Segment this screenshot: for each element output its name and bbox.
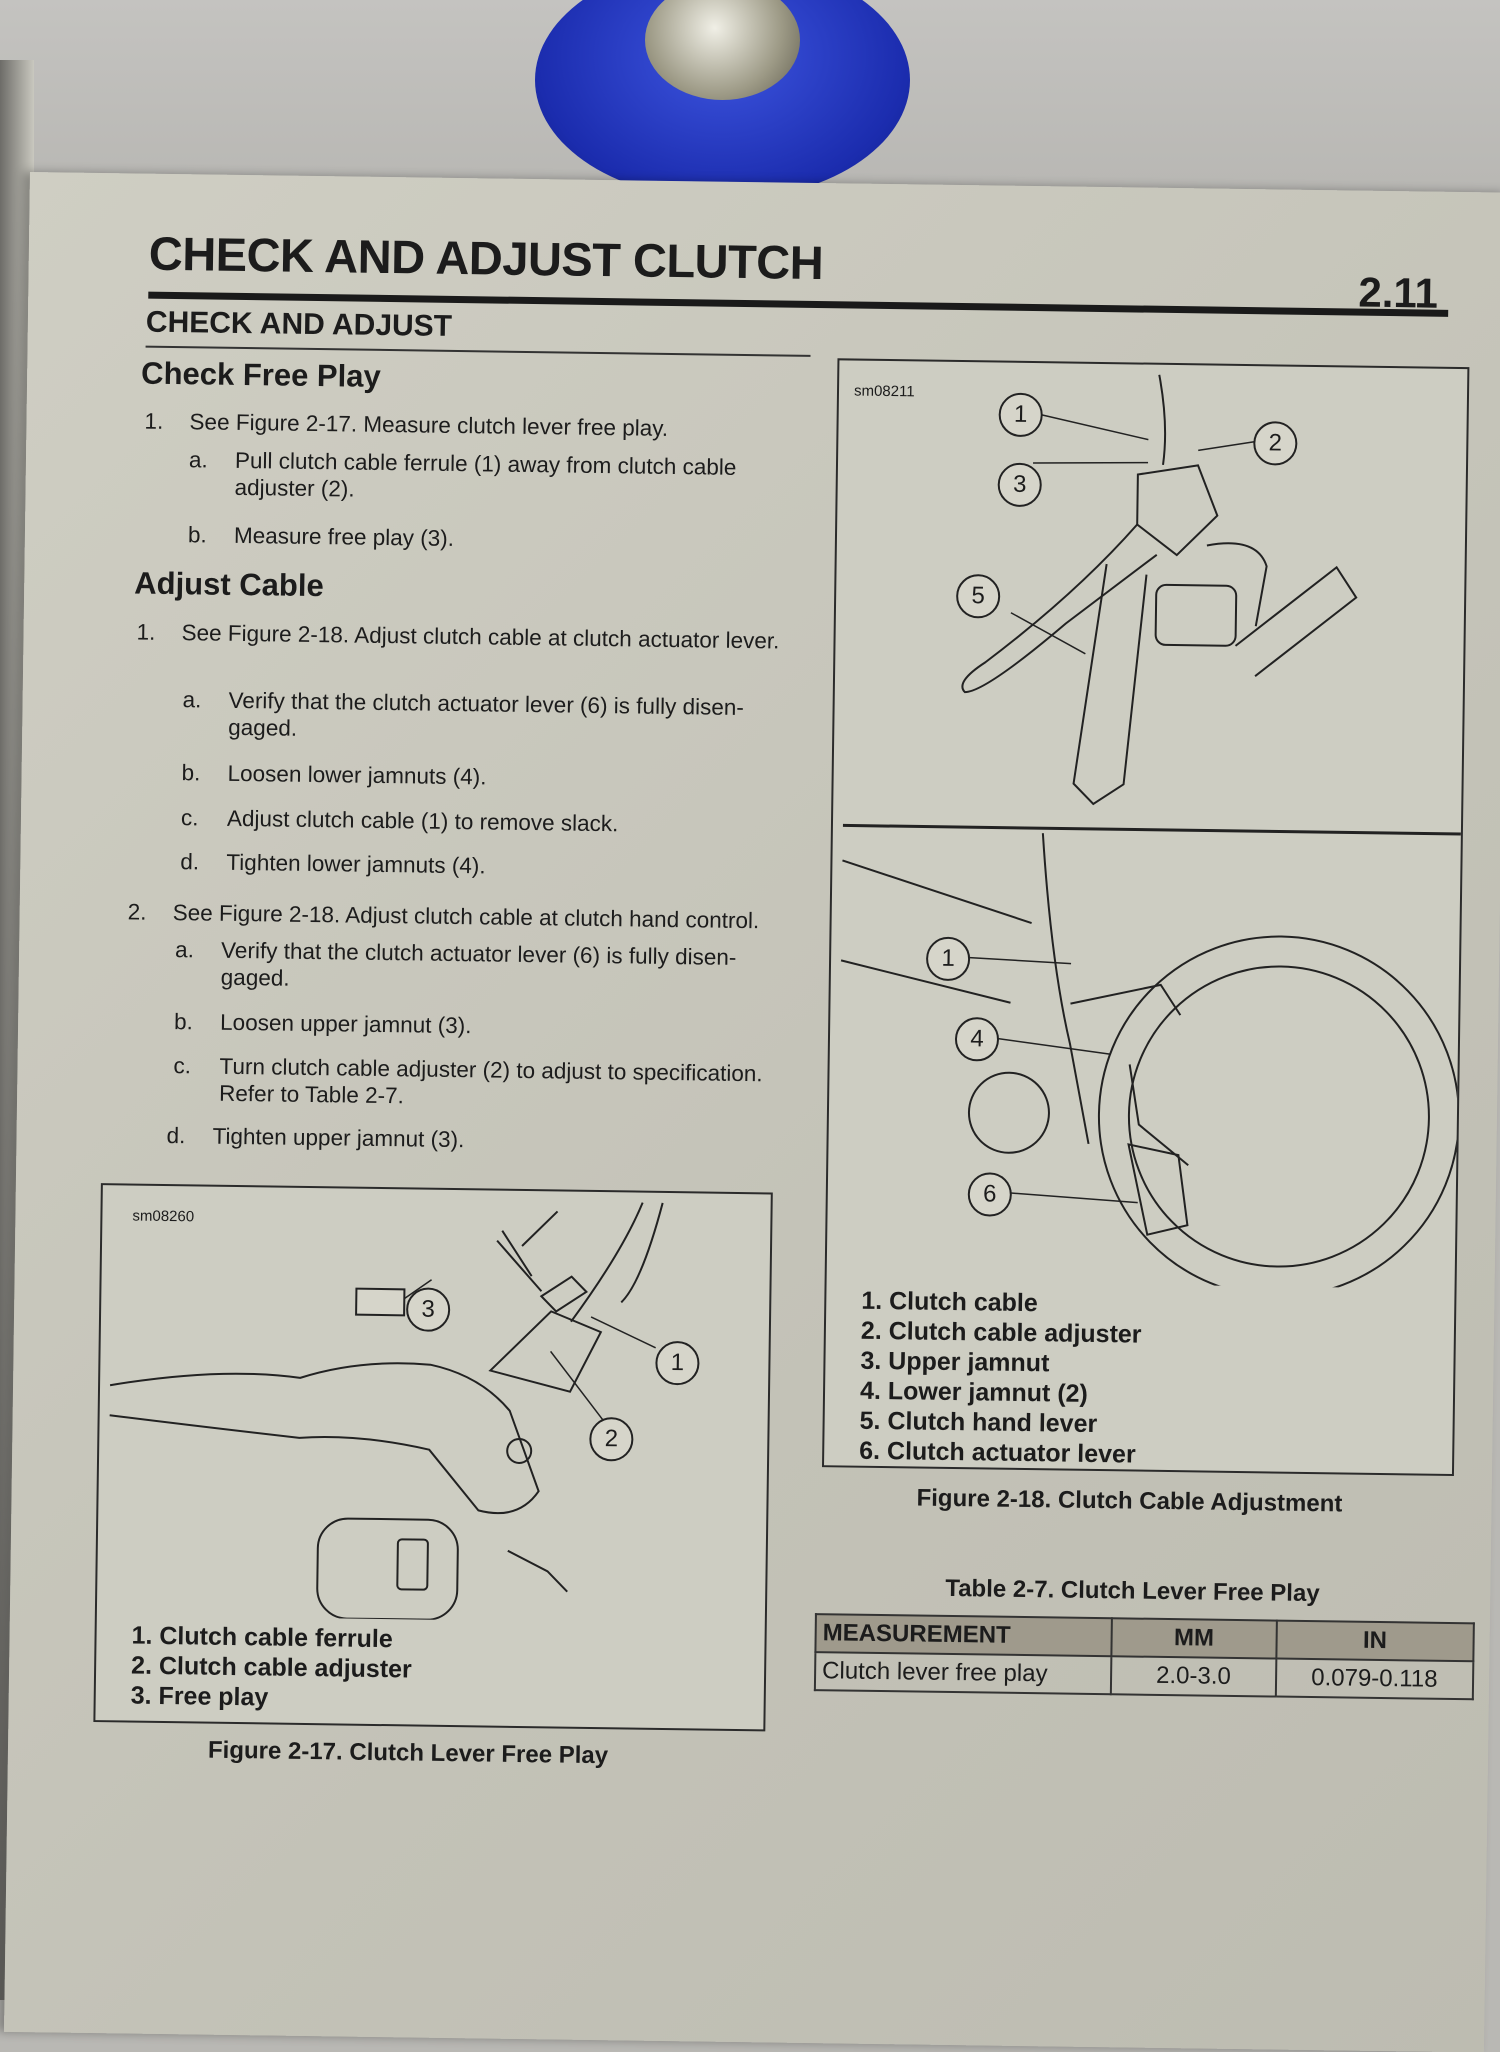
substep-letter: b. <box>181 760 201 786</box>
substep-letter: c. <box>173 1053 192 1079</box>
figure-2-17: sm08260 3 1 2 <box>93 1183 773 1732</box>
substep-text: Adjust clutch cable (1) to remove slack. <box>226 805 619 837</box>
legend-item: 2. Clutch cable adjuster <box>130 1651 412 1684</box>
cell-in: 0.079-0.118 <box>1275 1658 1474 1700</box>
substep-letter: d. <box>180 849 200 875</box>
table-title: Table 2-7. Clutch Lever Free Play <box>945 1574 1320 1608</box>
step-text: See Figure 2-18. Adjust clutch cable at … <box>181 620 780 654</box>
substep-text: Verify that the clutch actuator lever (6… <box>220 937 737 991</box>
figure-2-17-caption: Figure 2-17. Clutch Lever Free Play <box>207 1736 609 1770</box>
adjust-substep-2d: d. Tighten upper jamnut (3). <box>166 1122 776 1158</box>
figure-2-18-caption: Figure 2-18. Clutch Cable Adjustment <box>916 1484 1343 1518</box>
legend-item: 1. Clutch cable ferrule <box>131 1621 393 1654</box>
step-text: See Figure 2-17. Measure clutch lever fr… <box>189 409 669 441</box>
substep-text: Loosen upper jamnut (3). <box>219 1009 472 1039</box>
legend-item: 1. Clutch cable <box>861 1286 1038 1318</box>
substep-text: Verify that the clutch actuator lever (6… <box>228 687 745 741</box>
substep-text: Loosen lower jamnuts (4). <box>227 760 487 790</box>
step-text: See Figure 2-18. Adjust clutch cable at … <box>172 900 760 934</box>
header-in: IN <box>1275 1620 1474 1662</box>
table-row: Clutch lever free play 2.0-3.0 0.079-0.1… <box>814 1652 1474 1700</box>
adjust-step-2: 2. See Figure 2-18. Adjust clutch cable … <box>127 898 797 934</box>
substep-text: Turn clutch cable adjuster (2) to adjust… <box>218 1053 763 1109</box>
adjust-step-1: 1. See Figure 2-18. Adjust clutch cable … <box>136 619 801 655</box>
step-number: 2. <box>127 899 147 925</box>
check-free-play-heading: Check Free Play <box>140 355 381 394</box>
free-play-table: MEASUREMENT MM IN Clutch lever free play… <box>814 1613 1475 1700</box>
substep-letter: a. <box>182 687 202 713</box>
clutch-cable-illustration <box>840 374 1461 1289</box>
legend-item: 2. Clutch cable adjuster <box>860 1316 1142 1349</box>
manual-page: CHECK AND ADJUST CLUTCH 2.11 CHECK AND A… <box>4 172 1500 2052</box>
substep-text: Tighten lower jamnuts (4). <box>226 849 486 879</box>
substep-text: Pull clutch cable ferrule (1) away from … <box>234 447 737 502</box>
figure-legend: 1. Clutch cable 2. Clutch cable adjuster… <box>859 1286 1142 1470</box>
clutch-lever-illustration <box>109 1202 664 1621</box>
step-number: 1. <box>136 619 156 645</box>
adjust-substep-2a: a. Verify that the clutch actuator lever… <box>175 936 786 999</box>
adjust-substep-1c: c. Adjust clutch cable (1) to remove sla… <box>181 804 791 840</box>
legend-item: 5. Clutch hand lever <box>859 1406 1098 1439</box>
substep-letter: c. <box>180 805 199 831</box>
section-heading: CHECK AND ADJUST <box>145 305 453 343</box>
substep-text: Measure free play (3). <box>233 522 455 551</box>
step-number: 1. <box>144 408 164 434</box>
cell-measurement: Clutch lever free play <box>814 1652 1112 1695</box>
figure-2-18: sm08211 <box>821 358 1470 1477</box>
substep-a: a. Pull clutch cable ferrule (1) away fr… <box>188 446 789 508</box>
substep-letter: d. <box>166 1123 186 1149</box>
legend-item: 4. Lower jamnut (2) <box>859 1376 1089 1408</box>
adjust-substep-2b: b. Loosen upper jamnut (3). <box>174 1008 784 1044</box>
adjust-cable-heading: Adjust Cable <box>134 565 324 604</box>
substep-letter: b. <box>187 522 207 548</box>
legend-item: 3. Free play <box>130 1681 269 1712</box>
adjust-substep-1a: a. Verify that the clutch actuator lever… <box>182 686 793 749</box>
cell-mm: 2.0-3.0 <box>1110 1656 1276 1697</box>
adjust-substep-1d: d. Tighten lower jamnuts (4). <box>180 848 790 884</box>
substep-letter: a. <box>174 937 195 963</box>
adjust-substep-1b: b. Loosen lower jamnuts (4). <box>181 759 791 795</box>
adjust-substep-2c: c. Turn clutch cable adjuster (2) to adj… <box>173 1052 784 1115</box>
header-measurement: MEASUREMENT <box>815 1614 1113 1657</box>
substep-b: b. Measure free play (3). <box>188 521 788 556</box>
legend-item: 6. Clutch actuator lever <box>859 1436 1136 1469</box>
substep-text: Tighten upper jamnut (3). <box>212 1123 465 1153</box>
step-1: 1. See Figure 2-17. Measure clutch lever… <box>144 408 804 444</box>
page-title: CHECK AND ADJUST CLUTCH <box>148 226 824 290</box>
figure-legend: 1. Clutch cable ferrule 2. Clutch cable … <box>131 1621 413 1715</box>
header-mm: MM <box>1111 1618 1277 1659</box>
substep-letter: a. <box>188 447 208 473</box>
section-rule <box>145 345 811 357</box>
substep-letter: b. <box>173 1009 194 1035</box>
legend-item: 3. Upper jamnut <box>860 1346 1050 1378</box>
magnet-cap <box>645 0 800 100</box>
